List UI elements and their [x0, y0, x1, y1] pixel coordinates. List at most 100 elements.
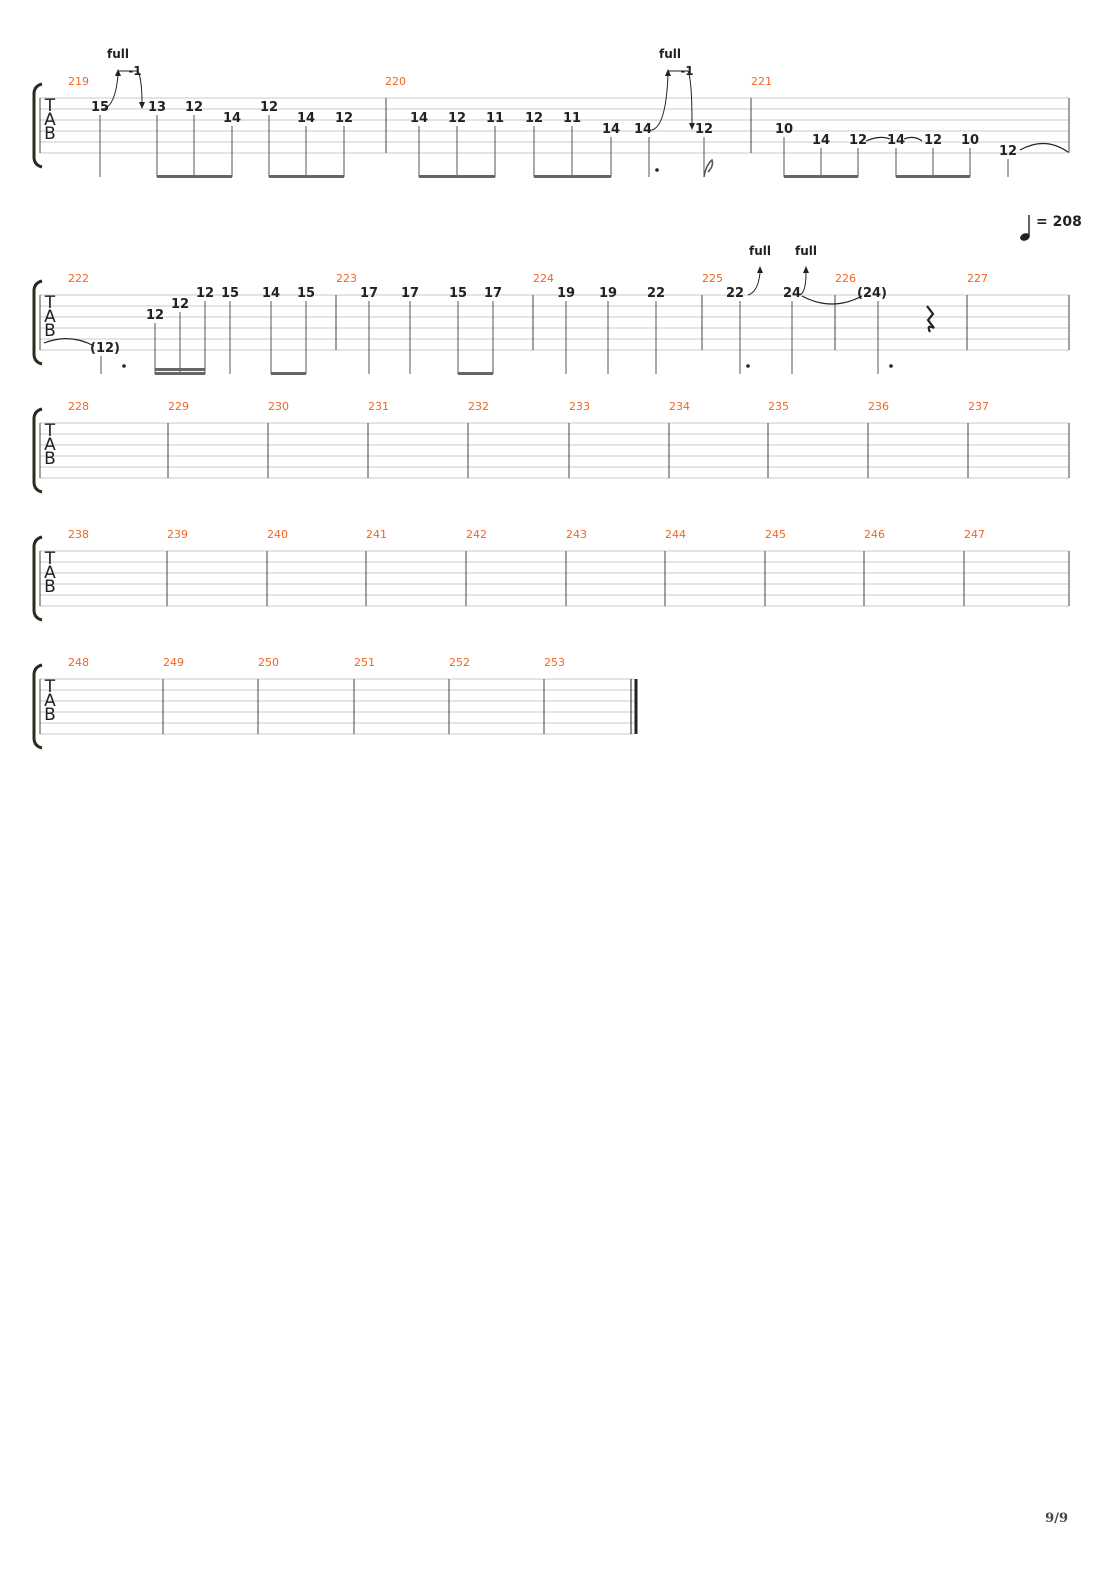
measure-number: 227 — [967, 272, 988, 285]
tie-slur — [801, 295, 863, 305]
fret-number: 12 — [260, 100, 278, 115]
release-arrow — [689, 123, 695, 130]
measure-number: 250 — [258, 656, 279, 669]
note-beam — [155, 372, 205, 375]
fret-number: 14 — [223, 111, 241, 126]
tab-clef-letter: A — [44, 691, 56, 711]
tab-clef-letter: A — [44, 563, 56, 583]
note-flag — [703, 158, 714, 178]
measure-number: 241 — [366, 528, 387, 541]
note-beam — [269, 175, 344, 178]
fret-number: 14 — [297, 111, 315, 126]
release-curve — [687, 70, 693, 125]
measure-number: 229 — [168, 400, 189, 413]
measure-number: 230 — [268, 400, 289, 413]
fret-number: 14 — [887, 133, 905, 148]
page-number: 9/9 — [1045, 1511, 1068, 1526]
measure-number: 223 — [336, 272, 357, 285]
measure-number: 244 — [665, 528, 686, 541]
bend-amount-label: full — [749, 244, 771, 258]
augmentation-dot — [746, 364, 750, 368]
fret-number: 11 — [486, 111, 504, 126]
measure-number: 234 — [669, 400, 690, 413]
fret-number: 12 — [171, 297, 189, 312]
augmentation-dot — [122, 364, 126, 368]
note-beam — [155, 368, 205, 371]
measure-number: 243 — [566, 528, 587, 541]
bend-curve — [799, 272, 807, 296]
note-beam — [896, 175, 970, 178]
fret-number: 14 — [634, 122, 652, 137]
fret-number: 17 — [360, 286, 378, 301]
measure-number: 231 — [368, 400, 389, 413]
measure-number: 253 — [544, 656, 565, 669]
system-bracket — [32, 407, 43, 494]
quarter-rest — [926, 305, 935, 333]
tie-slur — [1019, 142, 1069, 153]
measure-number: 246 — [864, 528, 885, 541]
fret-number: 12 — [924, 133, 942, 148]
note-beam — [458, 372, 493, 375]
fret-number: 12 — [849, 133, 867, 148]
release-curve — [137, 70, 143, 104]
fret-number: 10 — [961, 133, 979, 148]
fret-number: 12 — [196, 286, 214, 301]
notes-layer — [43, 69, 1069, 375]
bend-curve — [100, 74, 119, 110]
measure-number: 228 — [68, 400, 89, 413]
release-arrow — [139, 102, 145, 109]
note-beam — [157, 175, 232, 178]
fret-number: (12) — [90, 341, 120, 356]
bend-arrow — [665, 69, 671, 76]
measure-number: 232 — [468, 400, 489, 413]
augmentation-dot — [889, 364, 893, 368]
fret-number: 12 — [525, 111, 543, 126]
fret-number: 15 — [91, 100, 109, 115]
measure-number: 240 — [267, 528, 288, 541]
tab-clef-letter: A — [44, 435, 56, 455]
note-beam — [419, 175, 495, 178]
fret-number: 22 — [647, 286, 665, 301]
measure-number: 251 — [354, 656, 375, 669]
bend-curve-arrow — [115, 69, 121, 76]
fret-number: 14 — [262, 286, 280, 301]
tab-clef-letter: B — [44, 705, 56, 725]
measure-number: 224 — [533, 272, 554, 285]
note-beam — [534, 175, 611, 178]
augmentation-dot — [655, 168, 659, 172]
measure-number: 245 — [765, 528, 786, 541]
bend-amount-label: full — [107, 47, 129, 61]
fret-number: 12 — [448, 111, 466, 126]
measure-number: 225 — [702, 272, 723, 285]
system-bracket — [32, 82, 43, 169]
measure-number: 252 — [449, 656, 470, 669]
tie-slur — [865, 136, 891, 142]
note-beam — [271, 372, 306, 375]
system-bracket — [32, 535, 43, 622]
fret-number: 15 — [221, 286, 239, 301]
fret-number: 19 — [599, 286, 617, 301]
tab-clef-letter: B — [44, 449, 56, 469]
tab-clef-letter: T — [44, 677, 56, 697]
tie-slur — [43, 338, 95, 347]
measure-number: 220 — [385, 75, 406, 88]
bend-curve — [651, 74, 669, 131]
tab-clef-letter: A — [44, 110, 56, 130]
tab-clef-letter: A — [44, 307, 56, 327]
fret-number: 14 — [410, 111, 428, 126]
bend-amount-label: full — [795, 244, 817, 258]
measure-number: 248 — [68, 656, 89, 669]
tempo-marking: = 208 — [1036, 214, 1082, 230]
fret-number: 10 — [775, 122, 793, 137]
fret-number: 24 — [783, 286, 801, 301]
measure-number: 222 — [68, 272, 89, 285]
measure-number: 238 — [68, 528, 89, 541]
fret-number: 14 — [602, 122, 620, 137]
tab-clef-letter: T — [44, 293, 56, 313]
fret-number: (24) — [857, 286, 887, 301]
measure-number: 236 — [868, 400, 889, 413]
measure-number: 219 — [68, 75, 89, 88]
tie-slur — [903, 136, 923, 142]
